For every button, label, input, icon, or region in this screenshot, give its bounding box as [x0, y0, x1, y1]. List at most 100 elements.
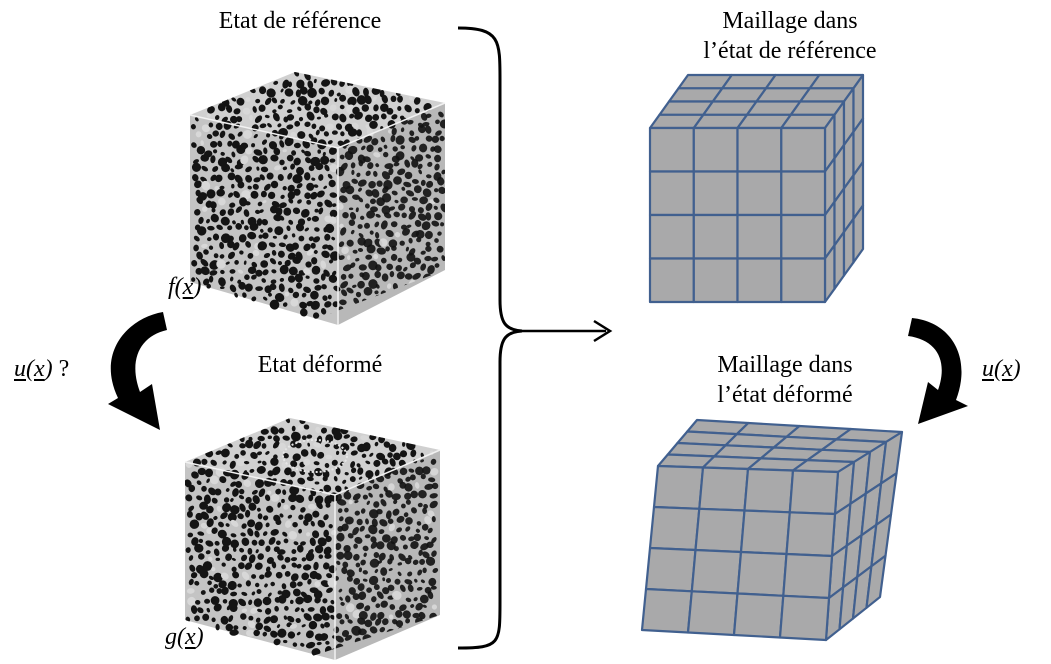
foam-pore: [386, 107, 394, 115]
foam-pore: [339, 223, 344, 229]
mesh-reference-front-element: [648, 213, 695, 260]
foam-pore: [286, 109, 293, 114]
foam-pore: [251, 296, 257, 302]
foam-pore: [300, 449, 309, 457]
foam-pore: [243, 260, 247, 265]
foam-pore: [278, 215, 285, 221]
foam-pore: [282, 186, 287, 191]
foam-pore: [283, 538, 289, 544]
foam-pore: [430, 458, 437, 465]
foam-pore: [312, 530, 320, 539]
foam-pore: [284, 556, 291, 563]
foam-pore: [278, 427, 285, 434]
foam-pore: [333, 475, 338, 482]
foam-pore: [391, 190, 398, 196]
foam-pore: [417, 213, 427, 221]
foam-pore: [292, 588, 301, 597]
foam-pore: [327, 140, 333, 145]
foam-pore: [336, 92, 341, 97]
foam-pore: [319, 606, 327, 615]
foam-pore: [337, 508, 343, 513]
foam-pore: [210, 475, 219, 485]
foam-pore: [395, 151, 405, 161]
foam-pore: [285, 520, 292, 528]
foam-pore: [257, 460, 262, 464]
foam-pore: [211, 617, 216, 623]
foam-pore: [253, 598, 263, 607]
foam-pore: [295, 494, 305, 503]
foam-pore: [290, 573, 299, 582]
foam-pore: [220, 269, 225, 275]
foam-pore: [346, 287, 354, 294]
foam-pore: [234, 453, 240, 459]
foam-pore: [277, 628, 287, 638]
foam-pore: [198, 538, 204, 544]
foam-pore: [316, 641, 322, 646]
foam-pore: [262, 596, 272, 606]
foam-pore: [400, 127, 405, 133]
foam-pore: [273, 638, 281, 646]
foam-pore: [234, 292, 238, 298]
foam-pore: [380, 113, 387, 120]
foam-pore: [411, 145, 417, 152]
foam-pore: [342, 561, 349, 568]
foam-pore: [402, 228, 410, 236]
foam-pore: [393, 211, 400, 218]
foam-pore: [256, 465, 266, 474]
foam-pore: [297, 131, 306, 139]
foam-pore: [234, 174, 243, 184]
foam-pore: [253, 629, 260, 637]
foam-pore: [209, 270, 218, 276]
foam-pore: [420, 112, 428, 121]
foam-pore: [381, 458, 389, 465]
foam-pore: [206, 218, 210, 224]
foam-pore: [402, 544, 408, 550]
foam-pore: [238, 488, 245, 495]
foam-pore: [339, 154, 345, 160]
foam-pore: [434, 154, 442, 163]
mesh-reference-front-element: [780, 213, 827, 260]
foam-pore: [339, 94, 347, 102]
foam-pore: [418, 169, 423, 175]
foam-pore: [320, 107, 328, 116]
foam-pore: [213, 572, 223, 583]
foam-pore: [264, 570, 272, 578]
foam-pore: [341, 289, 348, 297]
foam-pore: [411, 159, 419, 168]
foam-pore: [260, 428, 269, 435]
foam-pore: [439, 119, 445, 129]
foam-pore: [228, 192, 234, 198]
foam-pore: [251, 539, 258, 546]
foam-pore: [352, 284, 357, 288]
foam-pore: [208, 245, 214, 250]
foam-pore: [310, 290, 319, 300]
foam-pore: [273, 147, 281, 156]
foam-pore: [277, 250, 285, 258]
foam-pore: [404, 483, 413, 492]
foam-pore: [343, 491, 352, 500]
foam-pore: [420, 179, 426, 186]
foam-pore: [306, 199, 312, 205]
foam-pore: [263, 616, 272, 624]
foam-pore: [324, 463, 330, 468]
foam-pore: [362, 156, 371, 163]
foam-pore: [244, 562, 253, 570]
foam-pore: [232, 242, 240, 251]
foam-pore: [387, 129, 393, 134]
foam-pore: [396, 527, 403, 533]
foam-pore: [394, 578, 401, 585]
foam-pore: [268, 141, 278, 150]
foam-pore: [292, 207, 301, 215]
foam-pore: [425, 212, 432, 221]
foam-pore: [324, 553, 332, 559]
foam-pore: [288, 287, 294, 294]
foam-pore: [320, 427, 328, 434]
foam-pore: [385, 577, 392, 584]
foam-pore: [343, 545, 351, 553]
foam-pore: [209, 201, 217, 209]
foam-pore: [335, 123, 343, 130]
foam-pore: [229, 269, 236, 274]
foam-pore: [341, 523, 349, 532]
foam-pore: [267, 191, 276, 200]
mesh-deformed-front-element: [743, 467, 795, 514]
